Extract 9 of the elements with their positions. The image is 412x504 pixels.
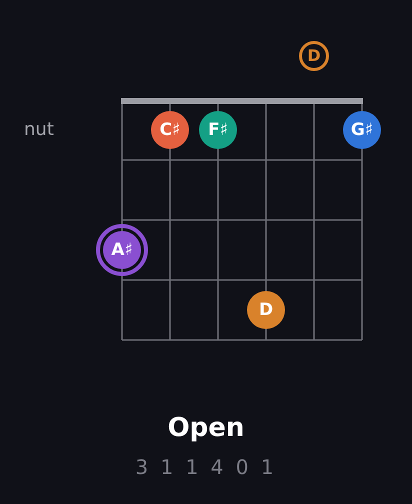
note-dot: F♯ xyxy=(199,111,237,149)
note-dot: D xyxy=(247,291,285,329)
root-note-dot: A♯ xyxy=(96,224,148,276)
chord-title: Open xyxy=(166,415,246,441)
open-string-marker: D xyxy=(299,41,329,71)
fingering-label: 3 1 1 4 0 1 xyxy=(134,457,278,477)
note-dot: G♯ xyxy=(343,111,381,149)
note-dot: C♯ xyxy=(151,111,189,149)
nut-label: nut xyxy=(24,121,54,139)
